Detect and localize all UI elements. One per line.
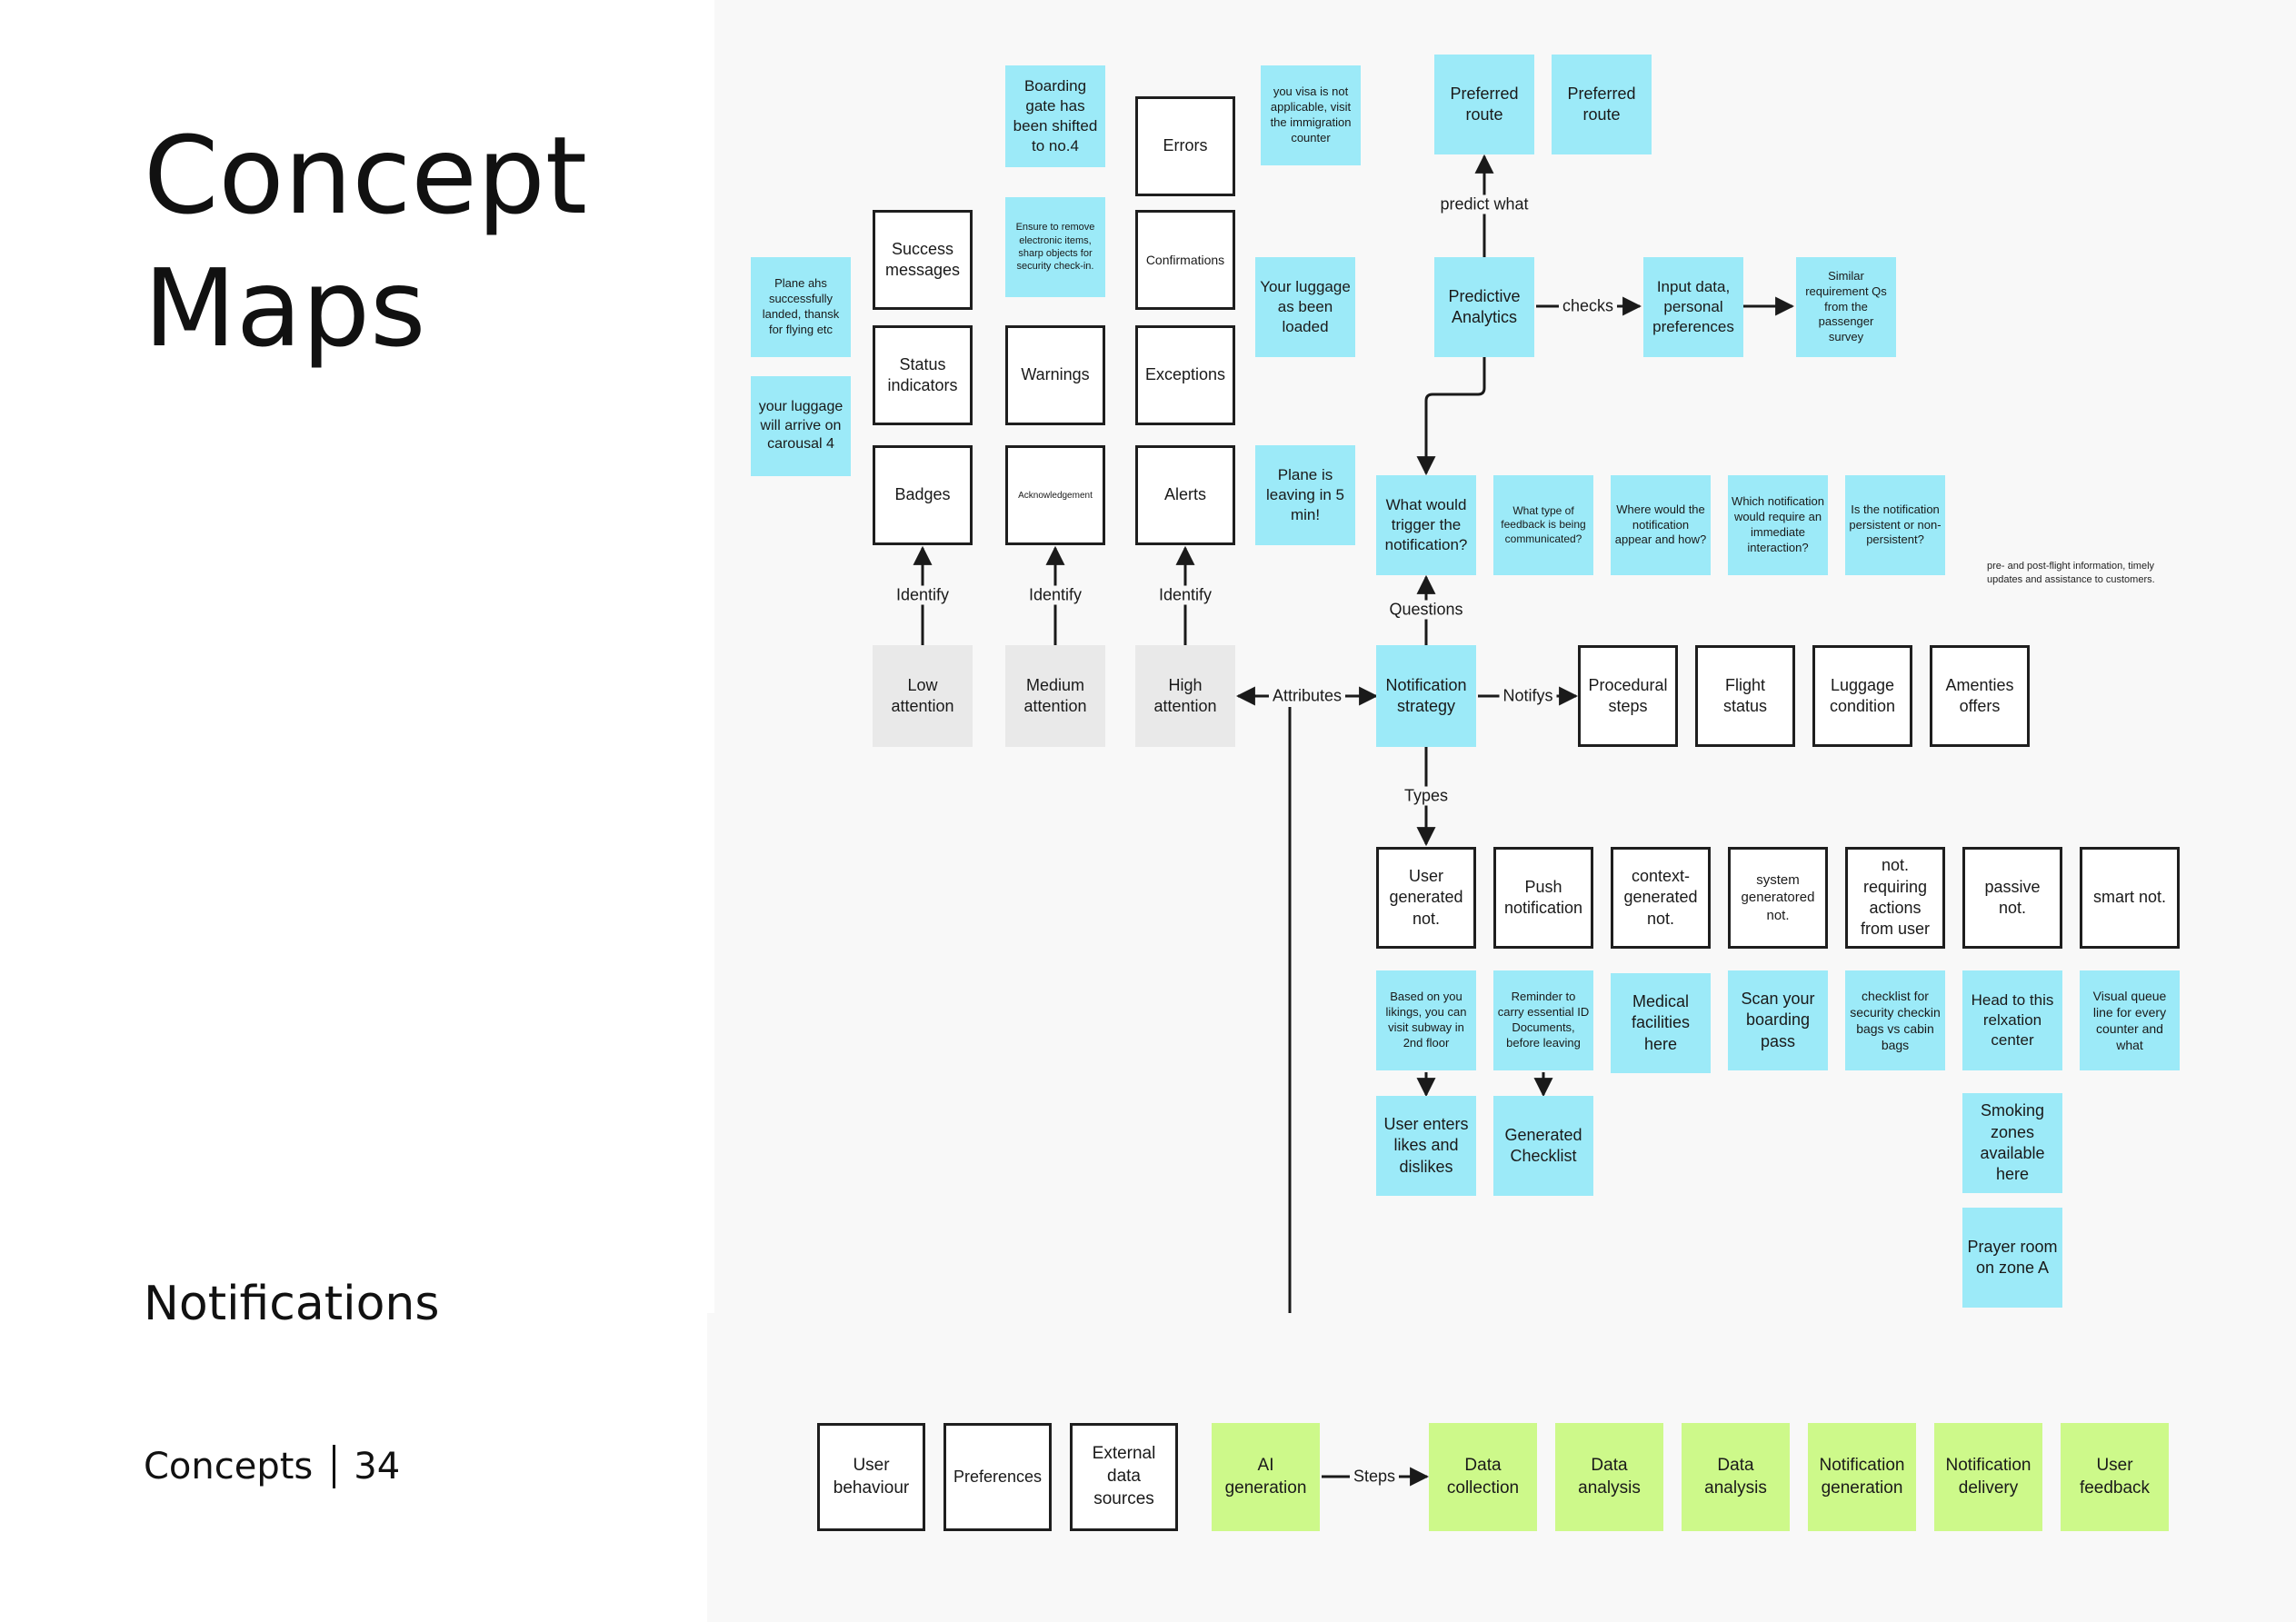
node-acknowledgement: Acknowledgement: [1005, 445, 1105, 545]
node-data-collection: Data collection: [1429, 1423, 1537, 1531]
edge-label-attributes: Attributes: [1268, 686, 1346, 706]
node-data-analysis-1: Data analysis: [1555, 1423, 1663, 1531]
note-luggage-carousel: your luggage will arrive on carousal 4: [751, 376, 851, 476]
note-boarding-gate: Boarding gate has been shifted to no.4: [1005, 65, 1105, 167]
node-low-attention: Low attention: [873, 645, 973, 747]
node-user-behaviour: User behaviour: [817, 1423, 925, 1531]
node-warnings: Warnings: [1005, 325, 1105, 425]
note-user-enters-likes: User enters likes and dislikes: [1376, 1096, 1476, 1196]
note-where-appear: Where would the notification appear and …: [1611, 475, 1711, 575]
node-alerts: Alerts: [1135, 445, 1235, 545]
edge-label-types: Types: [1400, 786, 1452, 806]
note-what-feedback: What type of feedback is being communica…: [1493, 475, 1593, 575]
node-what-trigger: What would trigger the notification?: [1376, 475, 1476, 575]
note-plane-landed: Plane ahs successfully landed, thansk fo…: [751, 257, 851, 357]
note-preferred-route-1: Preferred route: [1434, 55, 1534, 154]
note-visual-queue: Visual queue line for every counter and …: [2080, 970, 2180, 1070]
edge-label-identify-medium: Identify: [1024, 585, 1086, 605]
note-visa: you visa is not applicable, visit the im…: [1261, 65, 1361, 165]
node-notification-delivery: Notification delivery: [1934, 1423, 2042, 1531]
node-user-feedback: User feedback: [2061, 1423, 2169, 1531]
node-medium-attention: Medium attention: [1005, 645, 1105, 747]
node-predictive-analytics: Predictive Analytics: [1434, 257, 1534, 357]
edge-predictive-trigger: [1416, 357, 1486, 476]
note-plane-leaving: Plane is leaving in 5 min!: [1255, 445, 1355, 545]
note-persistent: Is the notification persistent or non-pe…: [1845, 475, 1945, 575]
footer-section: Concepts: [144, 1446, 314, 1488]
note-similar-requirement: Similar requirement Qs from the passenge…: [1796, 257, 1896, 357]
node-smart: smart not.: [2080, 847, 2180, 949]
node-success-messages: Success messages: [873, 210, 973, 310]
note-medical-facilities: Medical facilities here: [1611, 973, 1711, 1073]
node-preferences: Preferences: [943, 1423, 1052, 1531]
note-scan-boarding: Scan your boarding pass: [1728, 970, 1828, 1070]
node-status-indicators: Status indicators: [873, 325, 973, 425]
note-ensure-remove: Ensure to remove electronic items, sharp…: [1005, 197, 1105, 297]
edge-label-questions: Questions: [1385, 600, 1467, 620]
node-notification-strategy: Notification strategy: [1376, 645, 1476, 747]
note-head-relaxation: Head to this relxation center: [1962, 970, 2062, 1070]
edge-label-identify-high: Identify: [1154, 585, 1216, 605]
node-errors: Errors: [1135, 96, 1235, 196]
edge-label-steps: Steps: [1349, 1467, 1400, 1487]
note-based-on-likings: Based on you likings, you can visit subw…: [1376, 970, 1476, 1070]
note-luggage-loaded: Your luggage as been loaded: [1255, 257, 1355, 357]
footer: Concepts 34: [144, 1445, 400, 1488]
note-preferred-route-2: Preferred route: [1552, 55, 1652, 154]
footer-divider: [333, 1445, 336, 1488]
node-high-attention: High attention: [1135, 645, 1235, 747]
note-prayer-room: Prayer room on zone A: [1962, 1208, 2062, 1308]
node-context-generated: context-generated not.: [1611, 847, 1711, 949]
note-checklist-security: checklist for security checkin bags vs c…: [1845, 970, 1945, 1070]
note-reminder-id: Reminder to carry essential ID Documents…: [1493, 970, 1593, 1070]
node-user-generated: User generated not.: [1376, 847, 1476, 949]
note-input-data: Input data, personal preferences: [1643, 257, 1743, 357]
annotation-note: pre- and post-flight information, timely…: [1987, 561, 2155, 585]
note-which-immediate: Which notification would require an imme…: [1728, 475, 1828, 575]
edge-label-identify-low: Identify: [892, 585, 953, 605]
node-luggage-condition: Luggage condition: [1812, 645, 1912, 747]
node-passive: passive not.: [1962, 847, 2062, 949]
node-push-notification: Push notification: [1493, 847, 1593, 949]
node-confirmations: Confirmations: [1135, 210, 1235, 310]
note-smoking-zones: Smoking zones available here: [1962, 1093, 2062, 1193]
page-title: Concept Maps: [144, 109, 587, 374]
edge-label-checks: checks: [1558, 296, 1618, 316]
footer-page-number: 34: [354, 1446, 401, 1488]
edge-label-notifys: Notifys: [1499, 686, 1557, 706]
node-exceptions: Exceptions: [1135, 325, 1235, 425]
node-system-generated: system generatored not.: [1728, 847, 1828, 949]
title-line-1: Concept: [144, 113, 588, 238]
node-flight-status: Flight status: [1695, 645, 1795, 747]
title-line-2: Maps: [144, 245, 426, 371]
node-procedural-steps: Procedural steps: [1578, 645, 1678, 747]
page-subtitle: Notifications: [144, 1277, 440, 1331]
note-generated-checklist: Generated Checklist: [1493, 1096, 1593, 1196]
node-amenities-offers: Amenties offers: [1930, 645, 2030, 747]
edge-label-predict-what: predict what: [1436, 194, 1532, 214]
node-data-analysis-2: Data analysis: [1682, 1423, 1790, 1531]
node-not-requiring: not. requiring actions from user: [1845, 847, 1945, 949]
node-external-data: External data sources: [1070, 1423, 1178, 1531]
node-notification-generation: Notification generation: [1808, 1423, 1916, 1531]
node-badges: Badges: [873, 445, 973, 545]
node-ai-generation: AI generation: [1212, 1423, 1320, 1531]
